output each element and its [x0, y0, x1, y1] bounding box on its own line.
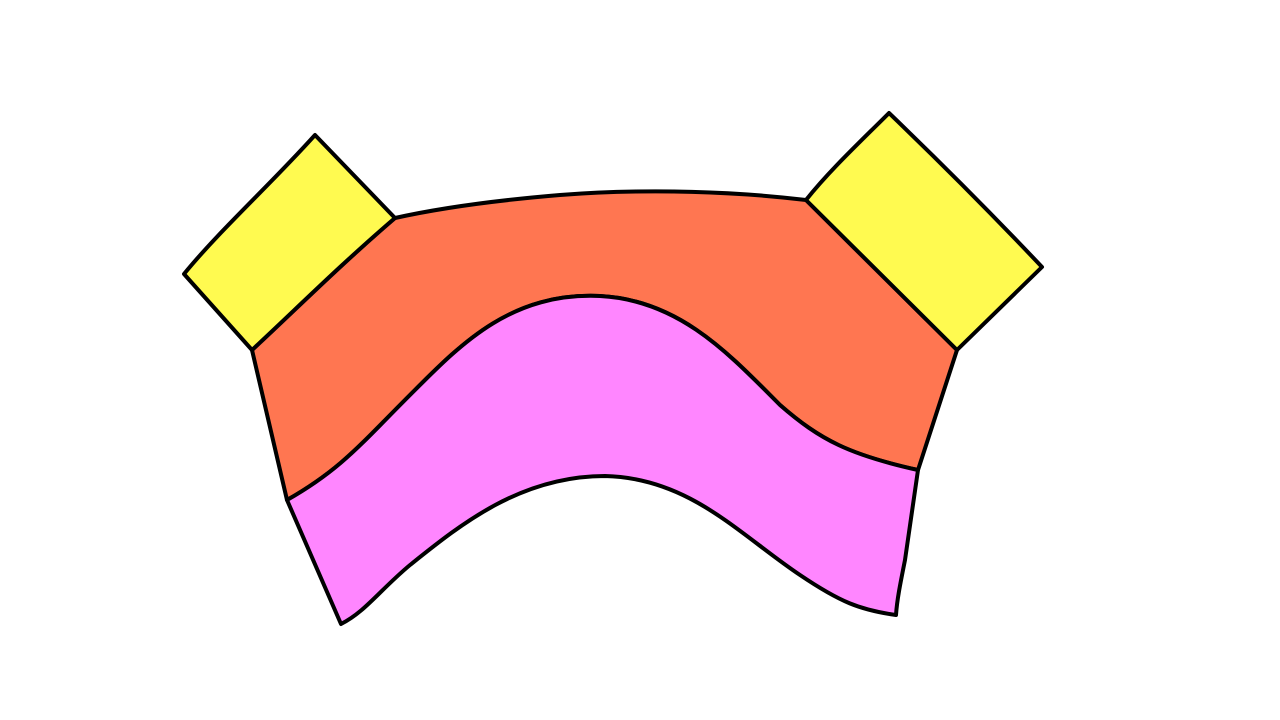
pink-wave-band	[285, 293, 920, 626]
right-yellow-block	[804, 111, 1044, 352]
left-yellow-block	[182, 133, 397, 352]
